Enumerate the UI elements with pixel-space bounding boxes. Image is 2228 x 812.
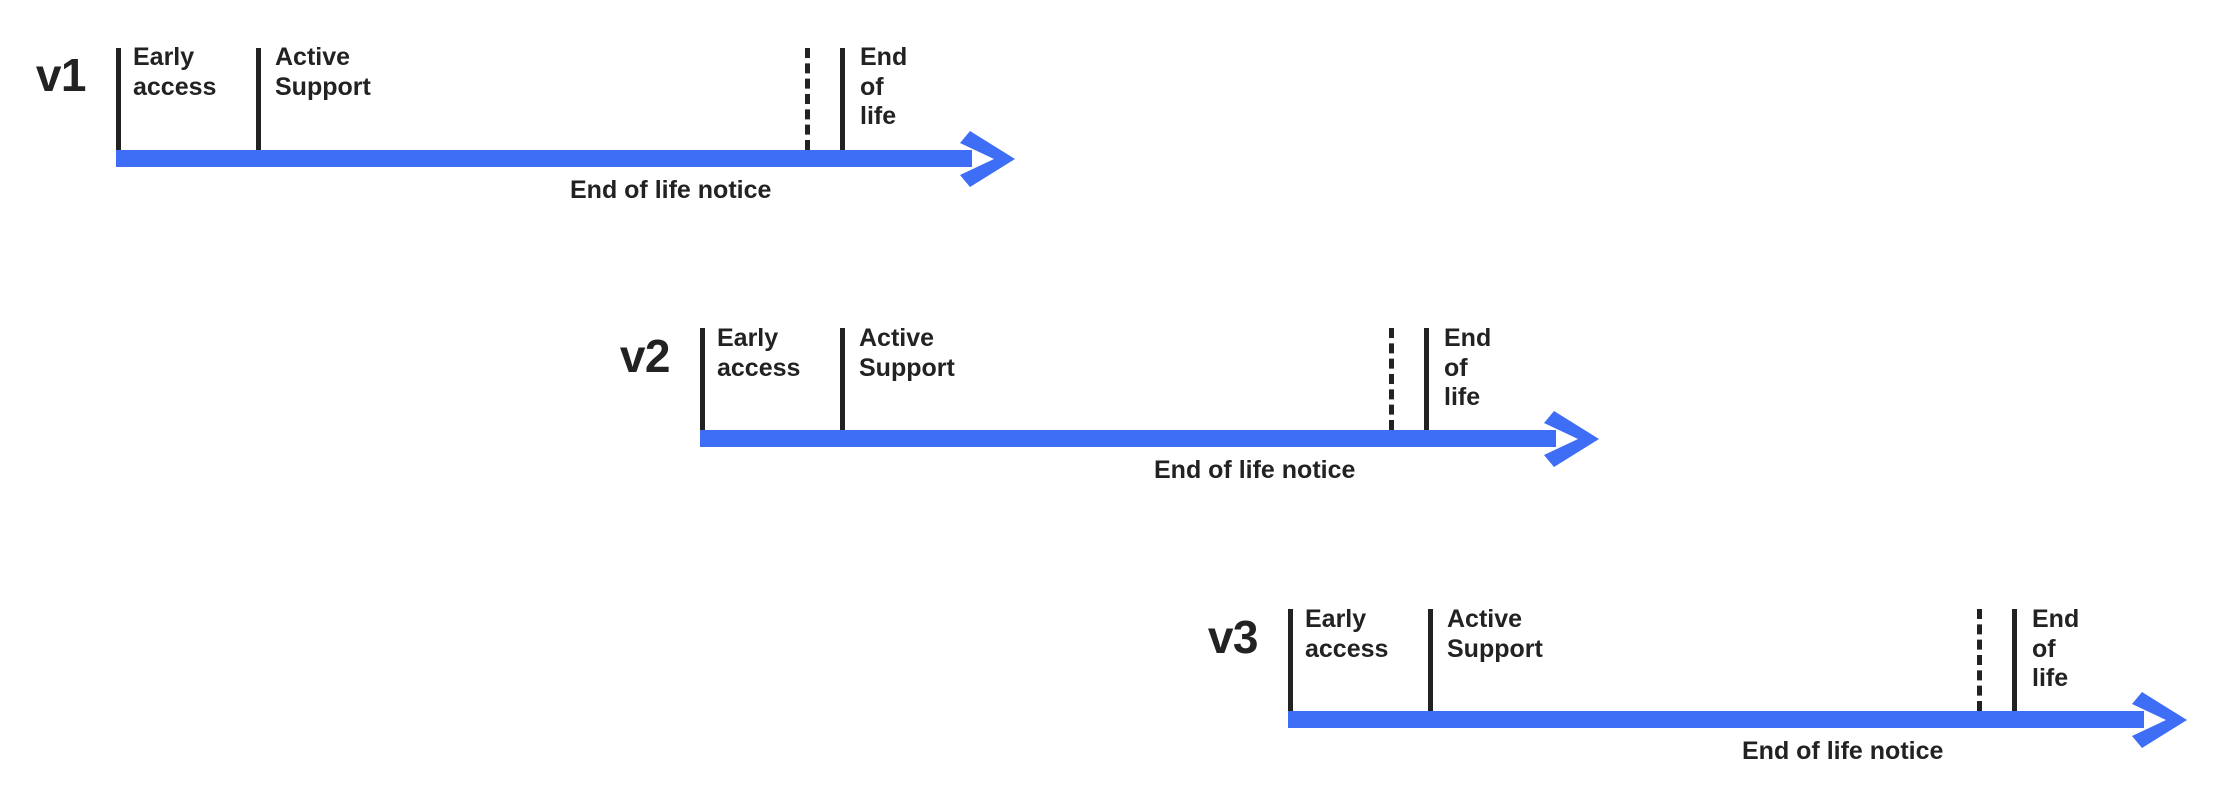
timeline-shaft-v1 [116, 150, 972, 167]
end-of-life-notice-label-v3: End of life notice [1742, 737, 1944, 765]
phase-divider-early-access-start-v1 [116, 48, 121, 150]
phase-label-early-access-v3: Early access [1305, 605, 1389, 663]
end-of-life-notice-label-v2: End of life notice [1154, 456, 1356, 484]
phase-label-active-support-v1: Active Support [275, 43, 371, 101]
phase-label-active-support-v3: Active Support [1447, 605, 1543, 663]
phase-divider-early-access-start-v3 [1288, 609, 1293, 711]
end-of-life-notice-divider-v1 [805, 48, 810, 150]
phase-label-end-of-life-v3: End of life [2032, 605, 2080, 692]
version-label-v2: v2 [619, 330, 671, 382]
phase-label-end-of-life-v2: End of life [1444, 324, 1492, 411]
timeline-arrow-head-v3 [2132, 692, 2187, 748]
phase-label-active-support-v2: Active Support [859, 324, 955, 382]
phase-divider-active-support-start-v2 [840, 328, 845, 430]
timeline-arrow-head-v1 [960, 131, 1015, 187]
phase-divider-end-of-life-start-v2 [1424, 328, 1429, 430]
phase-label-early-access-v2: Early access [717, 324, 801, 382]
phase-divider-active-support-start-v3 [1428, 609, 1433, 711]
version-label-v3: v3 [1207, 611, 1259, 663]
timeline-shaft-v2 [700, 430, 1556, 447]
phase-label-end-of-life-v1: End of life [860, 43, 908, 130]
phase-divider-active-support-start-v1 [256, 48, 261, 150]
end-of-life-notice-divider-v3 [1977, 609, 1982, 711]
timeline-shaft-v3 [1288, 711, 2144, 728]
version-label-v1: v1 [35, 49, 87, 101]
phase-divider-early-access-start-v2 [700, 328, 705, 430]
end-of-life-notice-label-v1: End of life notice [570, 176, 772, 204]
end-of-life-notice-divider-v2 [1389, 328, 1394, 430]
phase-divider-end-of-life-start-v1 [840, 48, 845, 150]
phase-label-early-access-v1: Early access [133, 43, 217, 101]
phase-divider-end-of-life-start-v3 [2012, 609, 2017, 711]
timeline-arrow-head-v2 [1544, 411, 1599, 467]
